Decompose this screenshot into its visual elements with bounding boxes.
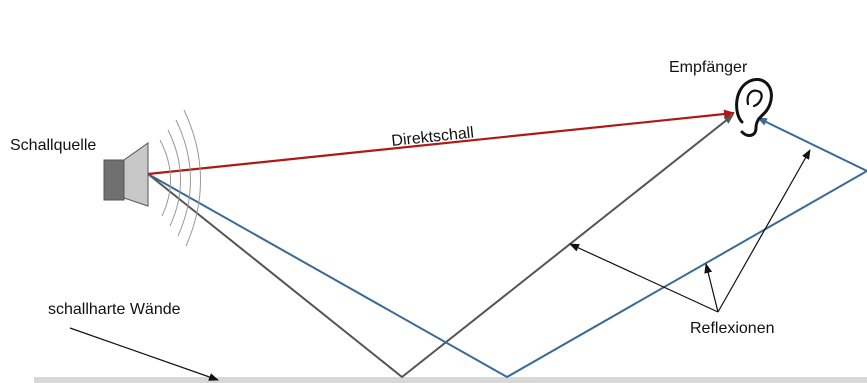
reflections-label: Reflexionen xyxy=(690,320,775,337)
arrow-reflection-blue-upper xyxy=(717,149,811,313)
reflection-path-blue xyxy=(147,117,867,379)
sound-waves xyxy=(159,109,201,247)
ear-icon xyxy=(735,78,773,137)
arrow-reflection-gray xyxy=(569,243,719,313)
source-label: Schallquelle xyxy=(10,137,96,154)
direct-sound-label: Direktschall xyxy=(391,124,475,150)
loudspeaker-icon xyxy=(103,142,149,207)
direct-sound-line xyxy=(147,109,735,176)
arrow-walls xyxy=(69,327,219,381)
arrow-reflection-blue-lower xyxy=(704,263,719,313)
annotation-arrows xyxy=(69,149,811,381)
walls-label: schallharte Wände xyxy=(48,301,181,318)
reflection-path-gray xyxy=(147,114,734,379)
receiver-label: Empfänger xyxy=(669,59,748,76)
floor-wall xyxy=(34,377,867,383)
